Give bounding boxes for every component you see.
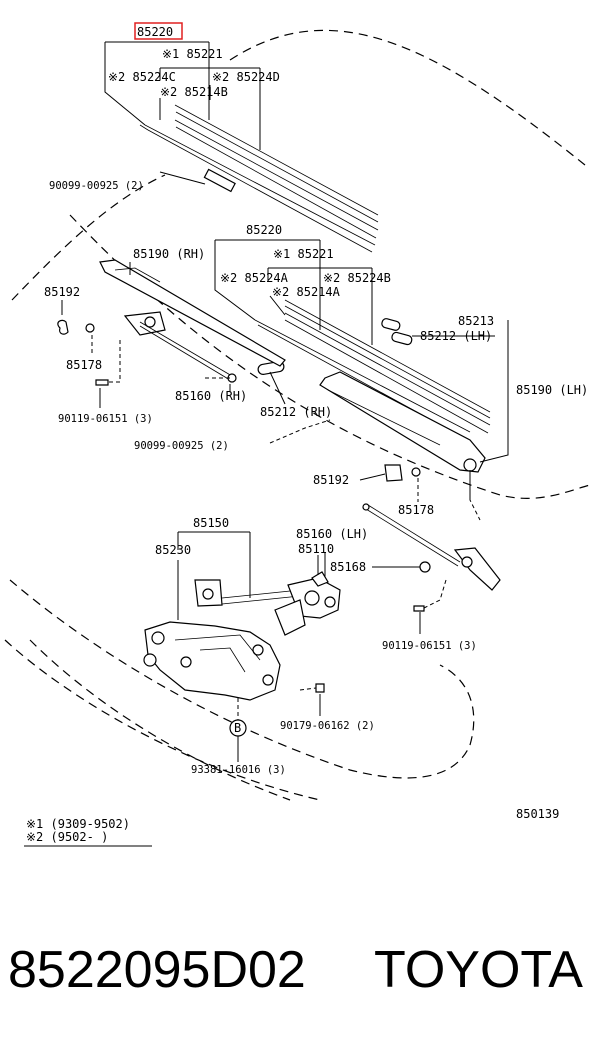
label-85213: 85213 xyxy=(458,314,494,328)
blade-assembly-top xyxy=(139,104,379,253)
label-bolt-top: 90099-00925 (2) xyxy=(49,180,144,192)
arm-rh xyxy=(57,259,286,386)
footer: 8522095D02 TOYOTA xyxy=(0,935,600,1005)
label-bolt-grommet: 93381-16016 (3) xyxy=(191,764,286,776)
arm-lh xyxy=(319,318,501,612)
leaders-rh xyxy=(61,262,331,444)
leaders-mid xyxy=(214,239,373,345)
label-85110: 85110 xyxy=(298,542,334,556)
label-85230: 85230 xyxy=(155,543,191,557)
label-bolt-rh: 90119-06151 (3) xyxy=(58,413,153,425)
cowl-edge xyxy=(29,639,291,801)
label-85150: 85150 xyxy=(193,516,229,530)
label-arm-lh: 85190 (LH) xyxy=(516,383,588,397)
label-nut-lh: 85178 xyxy=(398,503,434,517)
label-85224d: ※2 85224D xyxy=(212,70,280,84)
motor-linkage xyxy=(143,571,341,737)
label-85168: 85168 xyxy=(330,560,366,574)
hood-outline-2 xyxy=(4,639,321,801)
label-rod-rh: 85160 (RH) xyxy=(175,389,247,403)
label-85224b: ※2 85224B xyxy=(323,271,391,285)
note-2: ※2 (9502- ) xyxy=(26,830,108,844)
leaders-motor xyxy=(177,531,321,762)
leaders-top xyxy=(104,41,261,185)
label-85221-top: ※1 85221 xyxy=(162,47,223,61)
label-nut-rh: 85178 xyxy=(66,358,102,372)
label-grommet-b: B xyxy=(234,721,241,735)
label-bolt-lh: 90119-06151 (3) xyxy=(382,640,477,652)
label-blade-lh: 85212 (LH) xyxy=(420,329,492,343)
highlight-box xyxy=(134,22,183,40)
label-85224c: ※2 85224C xyxy=(108,70,176,84)
label-bolt-mid: 90099-00925 (2) xyxy=(134,440,229,452)
footer-brand: TOYOTA xyxy=(374,941,583,999)
label-cap-lh: 85192 xyxy=(313,473,349,487)
label-85220-highlighted: 85220 xyxy=(137,25,173,39)
label-85221-mid: ※1 85221 xyxy=(273,247,334,261)
footer-part-number: 8522095D02 xyxy=(8,941,306,999)
label-arm-rh: 85190 (RH) xyxy=(133,247,205,261)
parts-diagram: 85220 ※1 85221 ※2 85224C ※2 85224D ※2 85… xyxy=(4,22,591,847)
label-bolt-motor: 90179-06162 (2) xyxy=(280,720,375,732)
note-1: ※1 (9309-9502) xyxy=(26,817,130,831)
hood-outline xyxy=(9,579,475,779)
label-85220-mid: 85220 xyxy=(246,223,282,237)
label-85214a: ※2 85214A xyxy=(272,285,341,299)
label-diagram-number: 850139 xyxy=(516,807,559,821)
leaders-lh xyxy=(324,320,509,634)
blade-assembly-mid xyxy=(254,299,491,441)
label-cap-rh: 85192 xyxy=(44,285,80,299)
label-85224a: ※2 85224A xyxy=(220,271,289,285)
label-blade-rh: 85212 (RH) xyxy=(260,405,332,419)
label-85214b: ※2 85214B xyxy=(160,85,228,99)
windshield-outline xyxy=(229,29,586,166)
label-rod-lh: 85160 (LH) xyxy=(296,527,368,541)
